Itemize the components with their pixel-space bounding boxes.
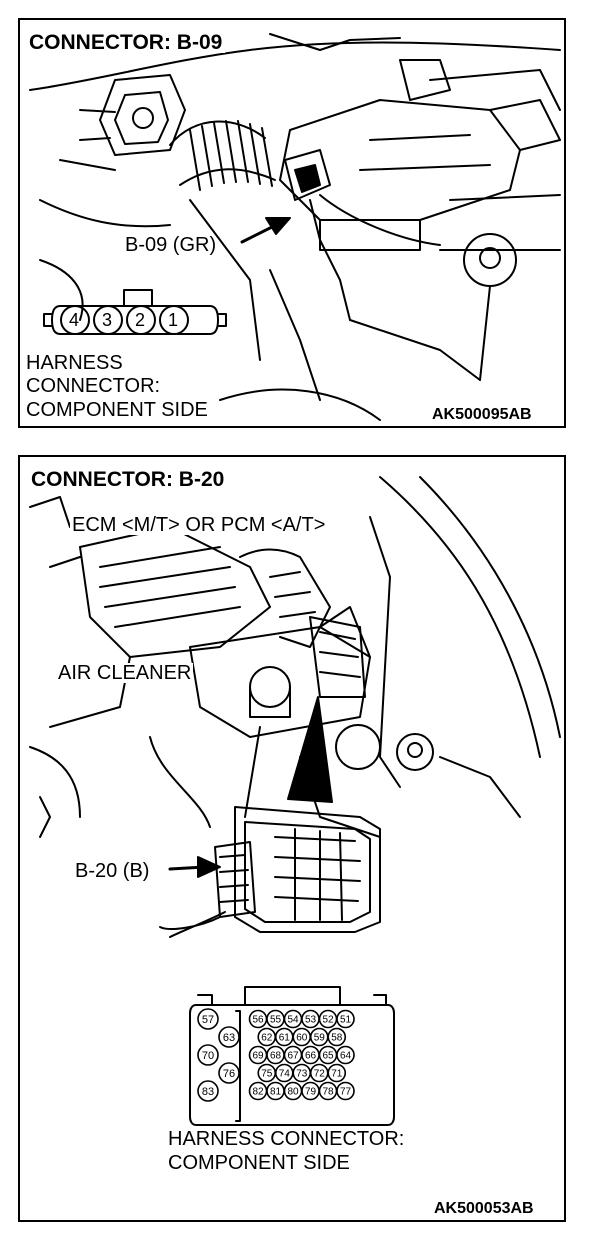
pin-64: 64 bbox=[340, 1051, 352, 1062]
figure-code: AK500053AB bbox=[434, 1200, 534, 1217]
harness-label-line2: CONNECTOR: bbox=[26, 375, 161, 397]
pin-55: 55 bbox=[270, 1015, 282, 1026]
figure-code: AK500095AB bbox=[432, 406, 532, 423]
pin-70: 70 bbox=[202, 1050, 214, 1062]
pin-78: 78 bbox=[322, 1087, 334, 1098]
pin-76: 76 bbox=[223, 1068, 235, 1080]
pin-71-circle bbox=[327, 1063, 347, 1083]
pin-60: 60 bbox=[296, 1033, 308, 1044]
air-cleaner-label: AIR CLEANER bbox=[56, 662, 194, 684]
pin-80: 80 bbox=[287, 1087, 299, 1098]
pin-51-circle bbox=[336, 1009, 355, 1029]
pin-68: 68 bbox=[270, 1051, 282, 1062]
pin-77: 77 bbox=[340, 1087, 352, 1098]
harness-label-line1: HARNESS bbox=[26, 352, 123, 374]
pin-52: 52 bbox=[322, 1015, 334, 1026]
pin-58-circle bbox=[327, 1027, 347, 1047]
ecm-pcm-label: ECM <M/T> OR PCM <A/T> bbox=[70, 514, 328, 536]
pin-63-circle bbox=[218, 1026, 240, 1048]
pin-2: 2 bbox=[135, 310, 146, 330]
pin-1: 1 bbox=[168, 310, 179, 330]
pin-72: 72 bbox=[314, 1069, 326, 1080]
pin-64-circle bbox=[336, 1045, 355, 1065]
pin-75: 75 bbox=[261, 1069, 273, 1080]
pin-56: 56 bbox=[252, 1015, 264, 1026]
pin-74: 74 bbox=[279, 1069, 291, 1080]
pin-66: 66 bbox=[305, 1051, 317, 1062]
pin-65: 65 bbox=[322, 1051, 334, 1062]
pin-83: 83 bbox=[202, 1086, 214, 1098]
pin-67: 67 bbox=[287, 1051, 299, 1062]
ecm-connector-callout: B-20 (B) bbox=[75, 860, 150, 882]
pin-73: 73 bbox=[296, 1069, 308, 1080]
panel-title: CONNECTOR: B-09 bbox=[26, 32, 226, 53]
pin-63: 63 bbox=[223, 1032, 235, 1044]
pin-58: 58 bbox=[331, 1033, 343, 1044]
pin-70-circle bbox=[197, 1044, 219, 1066]
pin-51: 51 bbox=[340, 1015, 352, 1026]
pin-54: 54 bbox=[287, 1015, 299, 1026]
pin-81: 81 bbox=[270, 1087, 282, 1098]
panel-title: CONNECTOR: B-20 bbox=[28, 469, 228, 490]
pin-79: 79 bbox=[305, 1087, 317, 1098]
connector-callout: B-09 (GR) bbox=[125, 234, 217, 256]
harness-label-line1: HARNESS CONNECTOR: bbox=[168, 1128, 405, 1150]
pin-face-svg: 57 70 83 63 76 56 55 54 53 52 51 62 61 60 59 58 69 68 67 66… bbox=[197, 1008, 355, 1102]
pin-82: 82 bbox=[252, 1087, 264, 1098]
pin-69: 69 bbox=[252, 1051, 264, 1062]
pin-61: 61 bbox=[279, 1033, 291, 1044]
harness-label-line2: COMPONENT SIDE bbox=[168, 1152, 350, 1174]
pin-53: 53 bbox=[305, 1015, 317, 1026]
engine-bay-drawing-b20 bbox=[29, 476, 561, 1126]
connector-b09-panel: CONNECTOR: B-09 B-09 (GR) 4 3 2 1 HARNES… bbox=[18, 18, 566, 428]
pin-62: 62 bbox=[261, 1033, 273, 1044]
pin-57: 57 bbox=[202, 1014, 214, 1026]
pin-76-circle bbox=[218, 1062, 240, 1084]
pin-59: 59 bbox=[314, 1033, 326, 1044]
pin-77-circle bbox=[336, 1081, 355, 1101]
pin-83-circle bbox=[197, 1080, 219, 1102]
pin-71: 71 bbox=[331, 1069, 343, 1080]
engine-bay-drawing-b09 bbox=[29, 33, 561, 421]
pin-4: 4 bbox=[69, 310, 80, 330]
pin-3: 3 bbox=[102, 310, 113, 330]
pin-57-circle bbox=[197, 1008, 219, 1030]
connector-b20-panel: CONNECTOR: B-20 ECM <M/T> OR PCM <A/T> A… bbox=[18, 455, 566, 1222]
harness-label-line3: COMPONENT SIDE bbox=[26, 399, 208, 421]
